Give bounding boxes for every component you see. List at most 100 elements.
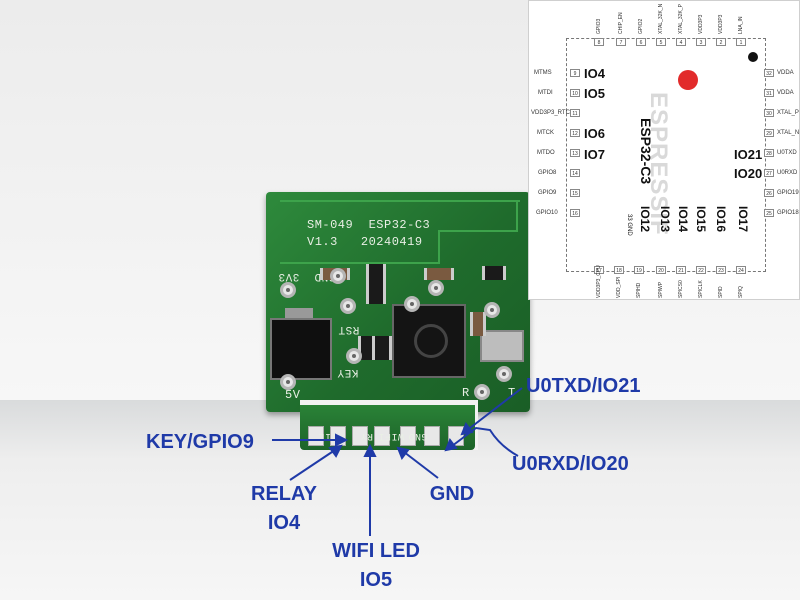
pin-number: 27 bbox=[764, 169, 774, 177]
pin-io-label: IO15 bbox=[694, 206, 708, 233]
pin-io-label: IO13 bbox=[658, 206, 672, 233]
pin-name: VDD3P3 bbox=[718, 14, 724, 34]
smd-resistor bbox=[372, 336, 392, 360]
pin-io-label: IO21 bbox=[734, 147, 763, 162]
pin-number: 6 bbox=[636, 38, 646, 46]
pin-number: 30 bbox=[764, 109, 774, 117]
antenna-trace bbox=[280, 200, 520, 202]
arrow-u0rxd bbox=[451, 426, 519, 457]
pin-name: MTCK bbox=[537, 130, 554, 136]
pin-name: LNA_IN bbox=[738, 16, 744, 34]
pin-name: CHIP_EN bbox=[618, 12, 624, 34]
pin-number: 16 bbox=[570, 209, 580, 217]
edge-pad-gnd bbox=[400, 426, 416, 446]
pin-name: SPICLK bbox=[698, 280, 704, 298]
via-hole bbox=[484, 302, 500, 318]
via-hole bbox=[330, 268, 346, 284]
pin-number: 13 bbox=[570, 149, 580, 157]
pin-number: 10 bbox=[570, 89, 580, 97]
pin-name: GPIO2 bbox=[638, 18, 644, 34]
regulator-tab bbox=[285, 308, 313, 320]
pin-name: SPIWP bbox=[658, 281, 664, 298]
pin-name: XTAL_P bbox=[777, 110, 799, 116]
smd-capacitor bbox=[424, 268, 454, 280]
pin-number: 11 bbox=[570, 109, 580, 117]
smd-resistor bbox=[482, 266, 506, 280]
arrowhead-icon bbox=[444, 437, 458, 452]
pin-io-label: IO6 bbox=[584, 126, 605, 141]
pin-number: 25 bbox=[764, 209, 774, 217]
silkscreen-model: SM-049 ESP32-C3 bbox=[307, 218, 431, 232]
label-relay-io: IO4 bbox=[267, 512, 301, 534]
pin-number: 17 bbox=[594, 266, 604, 274]
label-gnd: GND bbox=[429, 483, 475, 505]
via-hole bbox=[474, 384, 490, 400]
pin-number: 4 bbox=[676, 38, 686, 46]
pin-name: SPIHD bbox=[636, 282, 642, 298]
pin-number: 1 bbox=[736, 38, 746, 46]
pin-name: GPIO10 bbox=[536, 210, 558, 216]
pin-name: GPIO3 bbox=[596, 18, 602, 34]
pin-name: SPIQ bbox=[738, 286, 744, 298]
pin-number: 31 bbox=[764, 89, 774, 97]
smd-transistor bbox=[366, 264, 386, 304]
label-u0rxd: U0RXD/IO20 bbox=[512, 453, 629, 475]
pin1-marker-icon bbox=[748, 52, 758, 62]
voltage-regulator bbox=[270, 318, 332, 380]
label-wifi-led: WIFI LED bbox=[332, 540, 420, 562]
pin-name: GPIO9 bbox=[538, 190, 557, 196]
label-relay: RELAY bbox=[251, 483, 317, 505]
pin-name: XTAL_32K_N bbox=[658, 3, 664, 34]
pin-name: XTAL_N bbox=[777, 130, 800, 136]
pin-number: 24 bbox=[736, 266, 746, 274]
arrow-u0txd bbox=[469, 387, 523, 429]
pin-name: VDD3P3_RTC bbox=[531, 110, 570, 116]
pin-name: XTAL_32K_P bbox=[678, 4, 684, 34]
pin-name: VDDA bbox=[777, 90, 794, 96]
pin-number: 21 bbox=[676, 266, 686, 274]
pin-number: 5 bbox=[656, 38, 666, 46]
pin-number: 29 bbox=[764, 129, 774, 137]
via-hole bbox=[496, 366, 512, 382]
pin-number: 7 bbox=[616, 38, 626, 46]
arrowhead-icon bbox=[328, 444, 343, 458]
label-wifi-led-io: IO5 bbox=[359, 569, 393, 591]
pin-number: 32 bbox=[764, 69, 774, 77]
via-hole bbox=[404, 296, 420, 312]
silkscreen-5v: 5V bbox=[285, 388, 301, 402]
pin-io-label: IO12 bbox=[638, 206, 652, 233]
pin-name: MTDI bbox=[538, 90, 553, 96]
edge-pad bbox=[424, 426, 440, 446]
arrowhead-icon bbox=[396, 446, 410, 461]
label-key-gpio9: KEY/GPIO9 bbox=[146, 431, 254, 453]
espressif-logo-icon bbox=[678, 70, 698, 90]
via-hole bbox=[280, 282, 296, 298]
pin-name: U0RXD bbox=[777, 170, 798, 176]
pin-name: MTDO bbox=[537, 150, 555, 156]
pin-name: GPIO18 bbox=[777, 210, 799, 216]
antenna-trace bbox=[280, 262, 440, 264]
pin-number: 15 bbox=[570, 189, 580, 197]
pin-number: 20 bbox=[656, 266, 666, 274]
via-hole bbox=[428, 280, 444, 296]
pin-name: VDD3P3 bbox=[698, 14, 704, 34]
pin-name: VDDA bbox=[777, 70, 794, 76]
pin-number: 28 bbox=[764, 149, 774, 157]
pin-io-label: IO4 bbox=[584, 66, 605, 81]
pin-number: 23 bbox=[716, 266, 726, 274]
pin-name: GPIO19 bbox=[777, 190, 799, 196]
crystal-oscillator bbox=[480, 330, 524, 362]
pin-number: 14 bbox=[570, 169, 580, 177]
pin-io-label: IO5 bbox=[584, 86, 605, 101]
pin-name: GPIO8 bbox=[538, 170, 557, 176]
pin-io-label: IO20 bbox=[734, 166, 763, 181]
smd-capacitor bbox=[470, 312, 486, 336]
via-hole bbox=[340, 298, 356, 314]
pin-number: 8 bbox=[594, 38, 604, 46]
edge-pad-wifi bbox=[374, 426, 390, 446]
pin-name: U0TXD bbox=[777, 150, 797, 156]
silkscreen-t: T bbox=[508, 386, 516, 400]
pin-number: 26 bbox=[764, 189, 774, 197]
